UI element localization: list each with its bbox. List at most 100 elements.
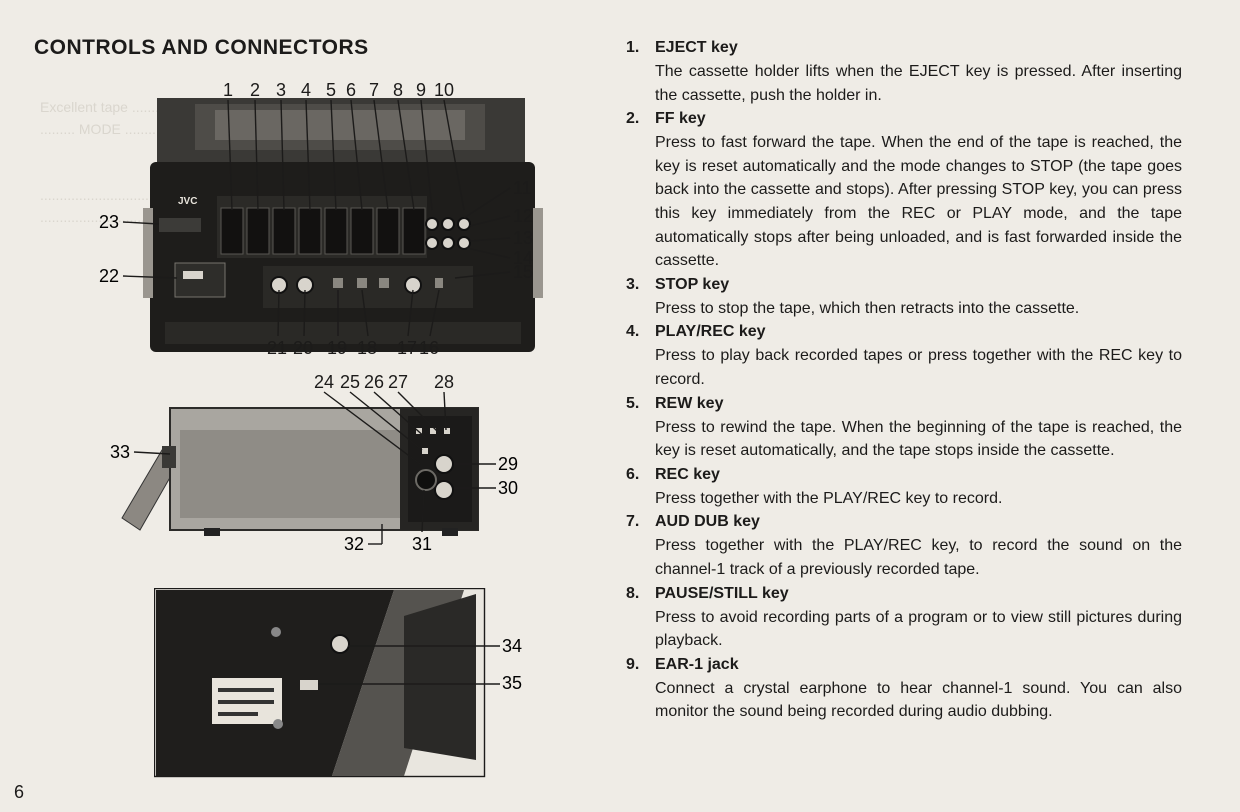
item-text: Press together with the PLAY/REC key to … <box>655 489 1003 507</box>
leader-line <box>443 391 447 431</box>
list-item-9: 9. EAR-1 jack Connect a crystal earphone … <box>626 653 1182 724</box>
item-text: Press to stop the tape, which then retra… <box>655 299 1080 317</box>
controls-list: 1. EJECT key The cassette holder lifts wh… <box>626 36 1182 724</box>
page-number: 6 <box>14 782 25 802</box>
list-item-6: 6. REC key Press together with the PLAY/R… <box>626 463 1182 511</box>
leader-line <box>469 215 511 227</box>
item-number: 1. <box>626 39 640 56</box>
item-title: PAUSE/STILL key <box>655 584 789 602</box>
leader-line <box>330 99 337 211</box>
leader-line <box>350 99 363 211</box>
item-number: 8. <box>626 584 640 602</box>
leader-line <box>254 99 259 211</box>
item-number: 3. <box>626 275 640 293</box>
callout-34: 34 <box>502 636 522 656</box>
list-item-2: 2. FF key Press to fast forward the tape.… <box>626 107 1182 273</box>
leader-line <box>420 99 433 211</box>
list-item-7: 7. AUD DUB key Press together with the PL… <box>626 510 1182 581</box>
leader-line <box>323 391 421 465</box>
leader-line <box>373 391 427 439</box>
callout-24: 24 <box>314 372 334 392</box>
item-text: Connect a crystal earphone to hear chann… <box>655 679 1182 721</box>
power-switch <box>174 262 226 298</box>
leader-line <box>373 99 389 211</box>
item-title: REC key <box>655 465 720 483</box>
callout-33: 33 <box>110 442 130 462</box>
leader-line <box>454 271 511 279</box>
callout-17: 17 <box>397 338 417 358</box>
list-item-8: 8. PAUSE/STILL key Press to avoid recordi… <box>626 582 1182 653</box>
callout-20: 20 <box>293 338 313 358</box>
callout-25: 25 <box>340 372 360 392</box>
callout-11: 11 <box>513 178 532 198</box>
item-text: Press to fast forward the tape. When the… <box>655 134 1182 270</box>
leader-line <box>397 99 415 211</box>
brand-logo: JVC <box>178 196 197 207</box>
callout-15: 15 <box>513 262 533 282</box>
callout-6: 6 <box>346 80 356 100</box>
bottom-view-figure: 34 35 <box>154 588 522 778</box>
item-title: AUD DUB key <box>655 513 760 531</box>
leader-line <box>305 99 311 211</box>
page-title: CONTROLS AND CONNECTORS <box>34 36 369 59</box>
callout-19: 19 <box>327 338 347 358</box>
item-text: The cassette holder lifts when the EJECT… <box>655 63 1182 104</box>
item-title: EAR-1 jack <box>655 655 739 673</box>
list-item-1: 1. EJECT key The cassette holder lifts wh… <box>626 36 1182 107</box>
callout-1: 1 <box>223 80 233 100</box>
leader-line <box>277 289 280 337</box>
item-number: 5. <box>626 394 640 412</box>
callout-27: 27 <box>388 372 408 392</box>
callout-5: 5 <box>326 80 336 100</box>
item-title: FF key <box>655 110 706 128</box>
callout-28: 28 <box>434 372 454 392</box>
item-title: STOP key <box>655 275 730 293</box>
leader-line <box>397 391 439 433</box>
leader-line <box>349 391 423 451</box>
callout-31: 31 <box>412 534 432 554</box>
item-number: 4. <box>626 323 640 341</box>
callout-10: 10 <box>434 80 454 100</box>
item-title: PLAY/REC key <box>655 323 766 341</box>
item-text: Press to rewind the tape. When the begin… <box>655 418 1182 460</box>
leader-line <box>303 289 306 337</box>
callout-8: 8 <box>393 80 403 100</box>
item-title: REW key <box>655 394 724 412</box>
item-number: 9. <box>626 655 640 673</box>
list-item-5: 5. REW key Press to rewind the tape. When… <box>626 392 1182 463</box>
callout-12: 12 <box>513 206 533 226</box>
leader-line <box>429 289 440 337</box>
callout-29: 29 <box>498 454 518 474</box>
callout-21: 21 <box>267 338 287 358</box>
callout-26: 26 <box>364 372 384 392</box>
item-text: Press together with the PLAY/REC key, to… <box>655 537 1182 578</box>
item-text: Press to play back recorded tapes or pre… <box>655 347 1182 388</box>
leader-line <box>227 99 233 211</box>
callout-9: 9 <box>416 80 426 100</box>
leader-line <box>407 289 414 337</box>
leader-line <box>361 289 369 337</box>
callout-7: 7 <box>369 80 379 100</box>
callout-35: 35 <box>502 673 522 693</box>
rear-panel <box>404 594 476 760</box>
list-item-4: 4. PLAY/REC key Press to play back record… <box>626 320 1182 391</box>
callout-2: 2 <box>250 80 260 100</box>
callout-14: 14 <box>513 248 533 268</box>
leader-line <box>463 187 511 219</box>
leader-line <box>469 237 511 242</box>
leader-line <box>466 247 511 259</box>
counter <box>159 218 201 232</box>
item-number: 7. <box>626 513 640 531</box>
item-title: EJECT key <box>655 39 738 56</box>
list-item-3: 3. STOP key Press to stop the tape, which… <box>626 273 1182 321</box>
callout-13: 13 <box>513 228 533 248</box>
callout-4: 4 <box>301 80 311 100</box>
callout-30: 30 <box>498 478 518 498</box>
item-number: 2. <box>626 110 640 128</box>
callout-18: 18 <box>357 338 377 358</box>
item-number: 6. <box>626 465 640 483</box>
callout-22: 22 <box>99 266 119 286</box>
item-text: Press to avoid recording parts of a prog… <box>655 608 1182 650</box>
